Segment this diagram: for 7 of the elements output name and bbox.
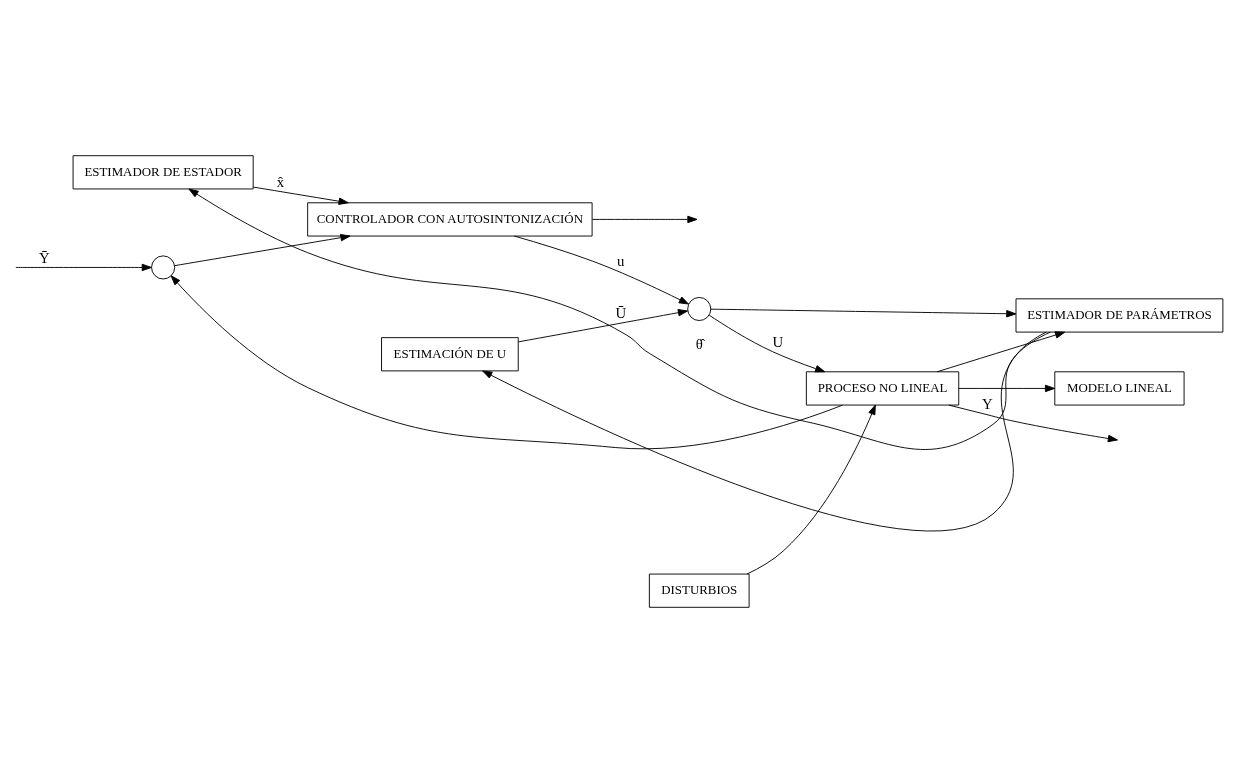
edge-label: Ȳ [39, 249, 50, 266]
edge-label: U [772, 333, 784, 350]
edge-label: Y [982, 395, 993, 412]
edge-label: Ū [615, 305, 627, 322]
edge-label: x̂ [276, 173, 285, 190]
edge-label: θ̂ [695, 335, 703, 352]
edge-label: u [617, 253, 625, 270]
